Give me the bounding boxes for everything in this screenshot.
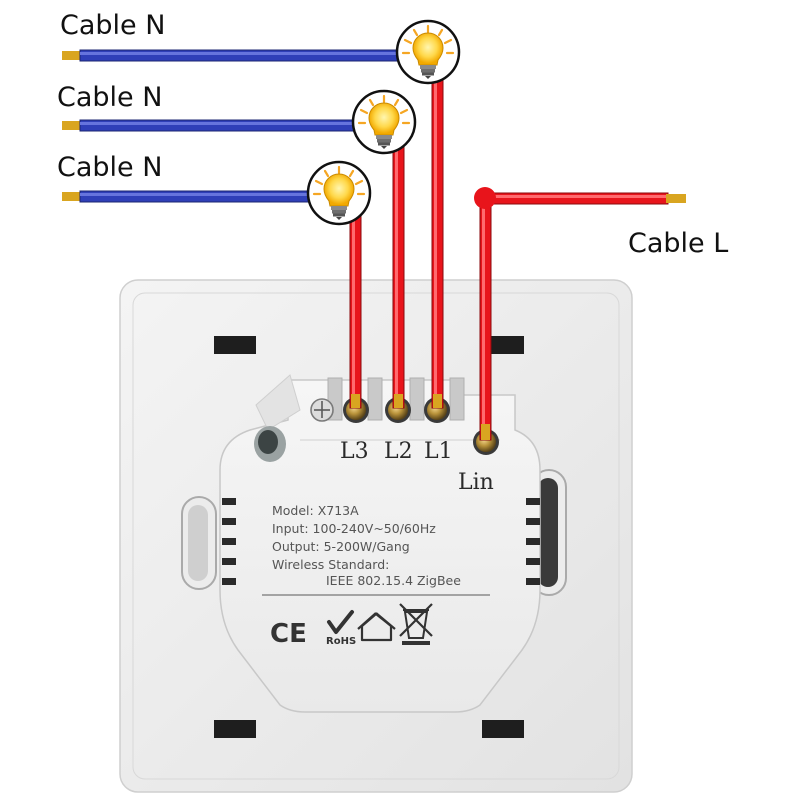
rohs-mark: RoHS (326, 636, 356, 647)
light-bulb-icon (395, 19, 461, 85)
indoor-use-icon (357, 612, 396, 642)
spec-label: Model: X713A Input: 100-240V~50/60Hz Out… (262, 503, 490, 596)
light-bulb-icon (306, 160, 372, 226)
spec-model: Model: X713A (272, 503, 359, 518)
terminal-label-l3: L3 (340, 439, 369, 464)
load-wire-l2 (392, 139, 405, 409)
junction-dot (474, 187, 496, 209)
spec-standard: IEEE 802.15.4 ZigBee (326, 573, 461, 588)
terminal-label-l1: L1 (424, 439, 453, 464)
live-cable (474, 187, 686, 441)
load-wire-l3 (349, 211, 362, 409)
spec-output: Output: 5-200W/Gang (272, 539, 410, 554)
mounting-slot (214, 336, 256, 354)
mounting-slot (482, 336, 524, 354)
neutral-cable-3 (62, 190, 313, 203)
neutral-cable-1 (62, 49, 399, 62)
mounting-slot (482, 720, 524, 738)
rohs-check-icon (327, 610, 354, 634)
load-wire-l1 (431, 69, 444, 409)
terminal-label-lin: Lin (458, 470, 494, 495)
cable-label-live: Cable L (628, 228, 728, 259)
crossed-bin-icon (399, 603, 433, 645)
ground-symbol-icon (310, 398, 334, 422)
terminal-label-l2: L2 (384, 439, 413, 464)
spec-input: Input: 100-240V~50/60Hz (272, 521, 436, 536)
light-bulb-icon (351, 89, 417, 155)
mounting-slot (214, 720, 256, 738)
spec-wireless: Wireless Standard: (272, 557, 389, 572)
cable-label-neutral-1: Cable N (60, 10, 165, 41)
neutral-cable-2 (62, 119, 357, 132)
ce-mark: CE (270, 619, 307, 649)
switch-module (219, 374, 541, 713)
cable-label-neutral-3: Cable N (57, 152, 162, 183)
cable-label-neutral-2: Cable N (57, 82, 162, 113)
